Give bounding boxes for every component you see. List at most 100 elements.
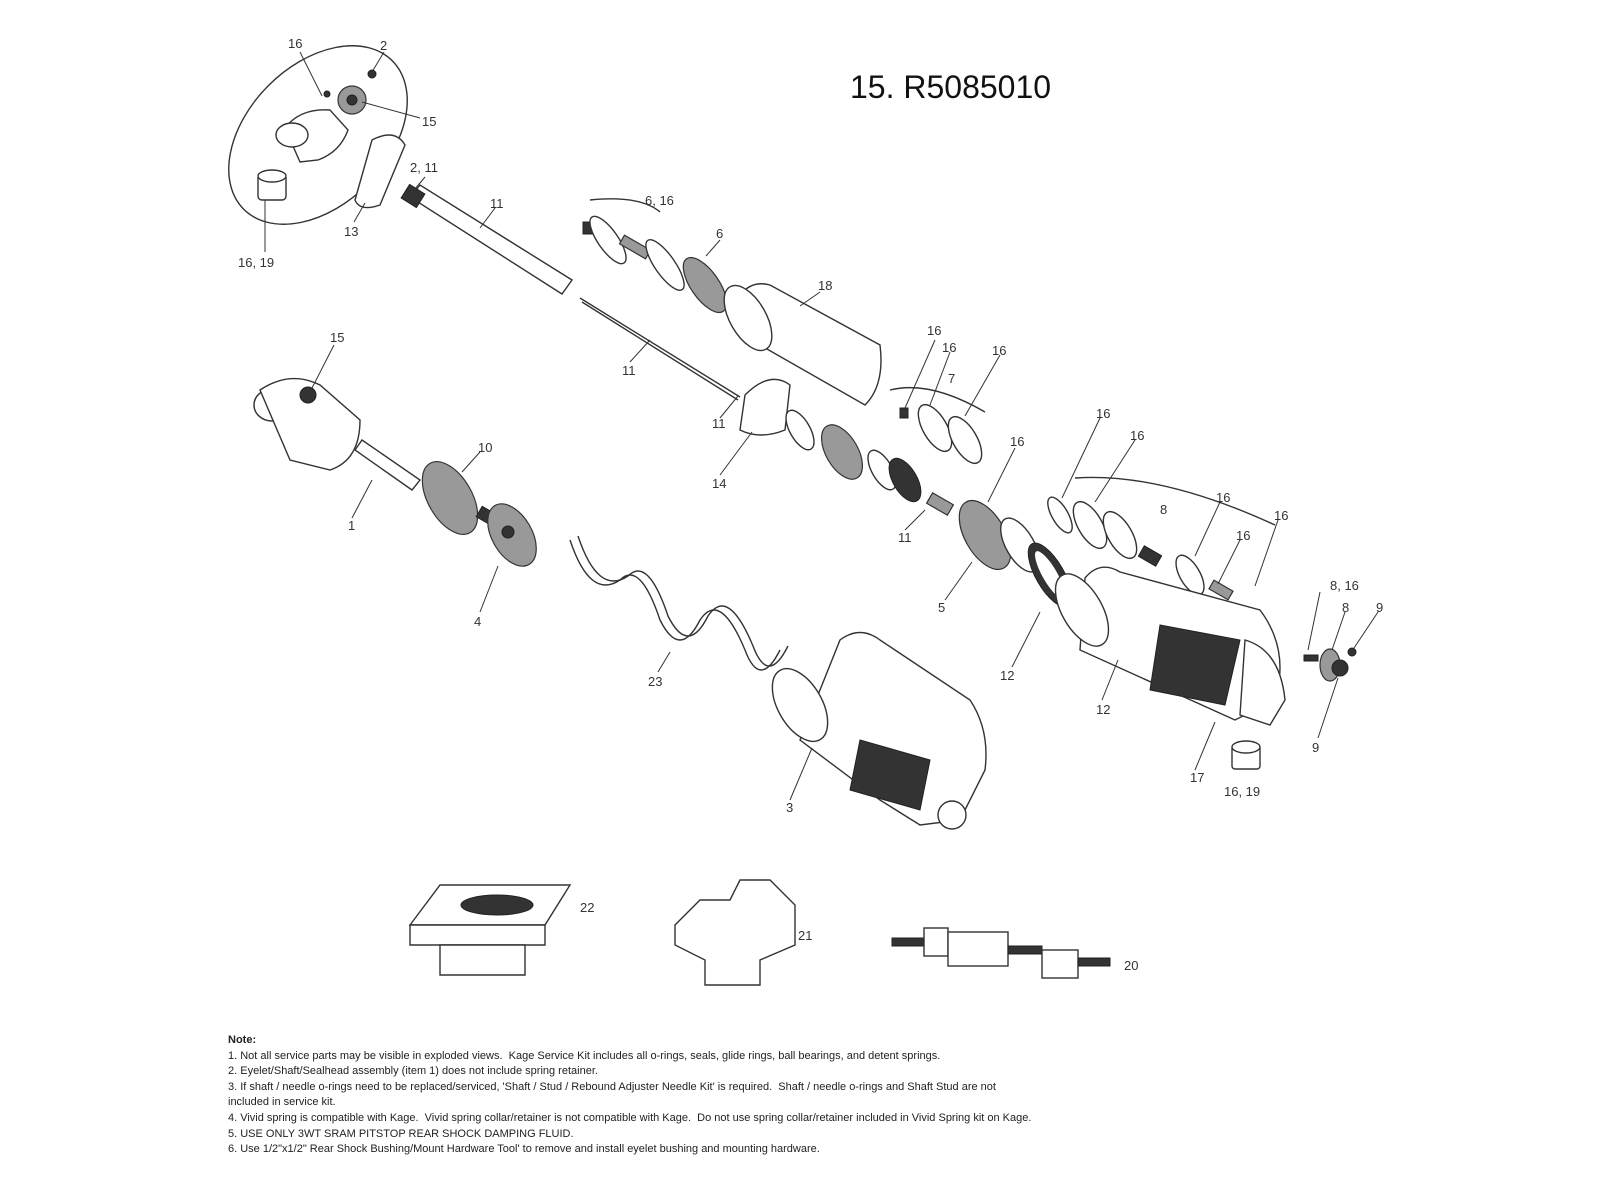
coil-spring-line-a [569, 539, 781, 671]
body-right-grip [1149, 624, 1241, 706]
leader-16-b [929, 351, 951, 406]
sealhead-10 [421, 461, 479, 535]
callout-9-bottom: 9 [1312, 740, 1319, 755]
coil-spring-23 [569, 535, 789, 671]
needle-8 [1208, 579, 1234, 601]
leader-2-top [371, 51, 385, 73]
main-body-grip [849, 739, 931, 811]
bracket-7 [889, 386, 986, 413]
callout-2-top: 2 [380, 38, 387, 53]
callout-16-19-top: 16, 19 [238, 255, 274, 270]
damper-shaft-group [400, 183, 574, 295]
bottom-out-bumper [739, 378, 791, 436]
leader-9-top [1353, 611, 1379, 649]
shaft-left [354, 439, 422, 491]
eyelet-right [1239, 639, 1286, 726]
tool-22-front [409, 924, 546, 946]
callout-7: 7 [948, 371, 955, 386]
floating-piston-group-8 [1047, 476, 1276, 601]
note-item-6: 6. Use 1/2"x1/2" Rear Shock Bushing/Moun… [228, 1143, 820, 1156]
shim-a [785, 409, 815, 451]
callout-4: 4 [474, 614, 481, 629]
rebound-needle [579, 297, 741, 398]
main-body-eyelet [937, 800, 967, 830]
callout-16-b: 16 [942, 340, 956, 355]
main-body-end [771, 667, 829, 743]
callout-8-16: 8, 16 [1330, 578, 1359, 593]
callout-11-shaft: 11 [490, 196, 504, 211]
tool-22-stem [439, 944, 526, 976]
tool-20 [891, 927, 1111, 979]
leader-18 [799, 291, 821, 307]
oring-6 [645, 239, 685, 291]
eyelet-detail-group [228, 45, 408, 225]
callout-16-a: 16 [927, 323, 941, 338]
leader-15-left [311, 344, 335, 389]
leader-8-16 [1307, 591, 1321, 651]
leader-6 [705, 239, 721, 257]
oring-8a [1047, 496, 1073, 534]
leader-11-tip [719, 395, 739, 419]
callout-1: 1 [348, 518, 355, 533]
leader-1 [351, 479, 373, 519]
shaft-thread [400, 183, 426, 209]
callout-12-body: 12 [1096, 702, 1110, 717]
adjuster-knob-center [346, 94, 358, 106]
rebound-needle-edge [581, 301, 739, 401]
callout-20: 20 [1124, 958, 1138, 973]
body-right-assembly [1054, 566, 1286, 726]
seal-head-6 [682, 256, 728, 314]
valve-8 [1137, 545, 1163, 567]
callout-12-ring: 12 [1000, 668, 1014, 683]
leader-16-f [1094, 439, 1136, 503]
leader-8-small [1331, 611, 1346, 651]
callout-labels: 16 2 15 2, 11 13 16, 19 11 6, 16 6 18 11… [238, 36, 1383, 973]
tool-22 [408, 884, 572, 976]
washer-6 [589, 215, 627, 265]
callout-16-f: 16 [1130, 428, 1144, 443]
detent-9 [1347, 647, 1357, 657]
spring-7a [917, 403, 953, 453]
callout-10: 10 [478, 440, 492, 455]
callout-9-top: 9 [1376, 600, 1383, 615]
callout-15-top: 15 [422, 114, 436, 129]
reservoir-body [739, 283, 882, 406]
callout-16-g: 16 [1216, 490, 1230, 505]
leader-2-11 [413, 176, 426, 191]
callout-23: 23 [648, 674, 662, 689]
callout-5: 5 [938, 600, 945, 615]
leader-16-i [1254, 519, 1279, 587]
leader-3 [789, 747, 813, 801]
tool-21-body [674, 879, 796, 986]
leader-16-d [987, 447, 1016, 503]
main-body-outline [799, 631, 987, 826]
callout-11-needle: 11 [622, 363, 636, 378]
callout-2-11: 2, 11 [410, 160, 438, 175]
leader-lines [264, 51, 1379, 801]
tool-22-bore [460, 894, 534, 916]
tool-20-thread-left [891, 937, 925, 947]
shaft-stud-11 [925, 491, 955, 517]
leader-11-needle [629, 339, 651, 363]
oring-8b [1072, 500, 1108, 550]
callout-21: 21 [798, 928, 812, 943]
note-item-5: 5. USE ONLY 3WT SRAM PITSTOP REAR SHOCK … [228, 1127, 574, 1140]
leader-11-stud [904, 509, 926, 531]
detent-spring-group [889, 386, 986, 465]
eyelet-hole [275, 122, 309, 148]
shim-c [888, 457, 922, 503]
callout-17: 17 [1190, 770, 1204, 785]
spring-7b [947, 415, 983, 465]
leader-11-shaft [479, 207, 496, 229]
bolt-8-16 [1303, 654, 1319, 662]
retaining-clip [354, 134, 406, 209]
leader-15-top [361, 101, 421, 119]
tool-20-nut-right [1041, 949, 1079, 979]
tool-20-nut-left [923, 927, 949, 957]
callout-16-i: 16 [1274, 508, 1288, 523]
leader-4 [479, 565, 499, 613]
eyelet-body-left [259, 377, 361, 471]
leader-16-a [904, 339, 936, 409]
tool-20-rod [1007, 945, 1043, 955]
reservoir-end [723, 284, 773, 352]
